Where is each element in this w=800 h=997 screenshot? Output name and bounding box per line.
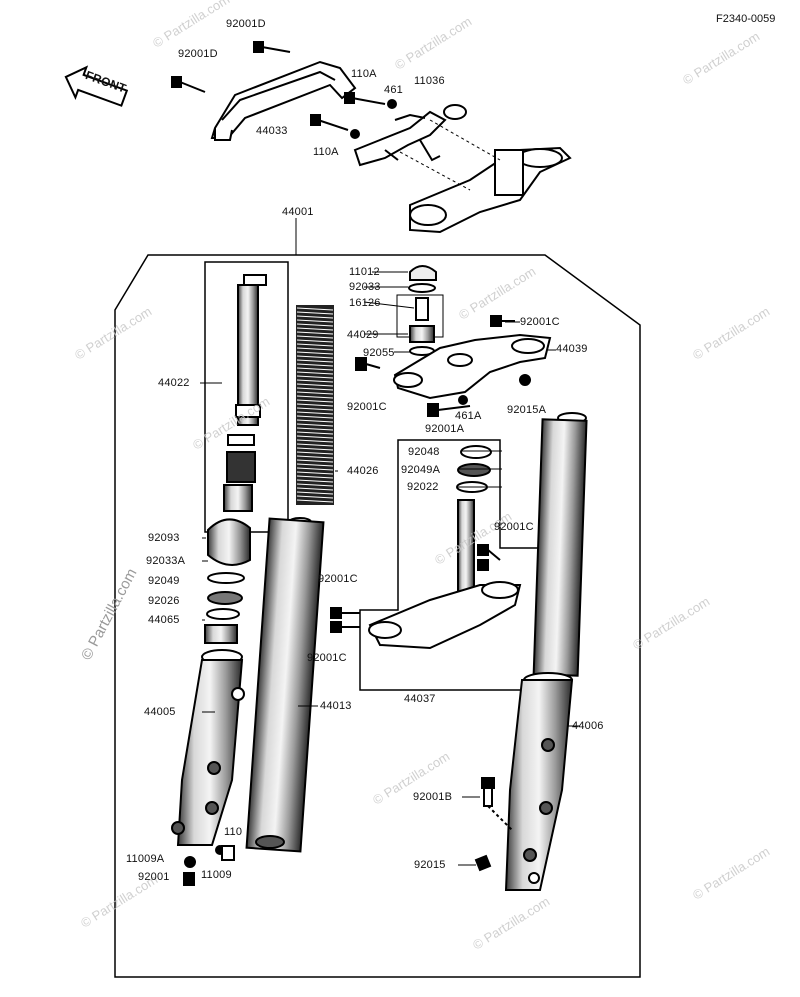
part-label: 44029 [347, 329, 379, 341]
inner-tube-44013 [245, 517, 325, 853]
part-label: 92001C [307, 652, 347, 664]
part-label: 461 [384, 84, 403, 96]
part-label: 92022 [407, 481, 439, 493]
part-label: 11009 [201, 869, 232, 881]
part-label: 92093 [148, 532, 180, 544]
steering-stem-44037 [368, 499, 522, 650]
stem-bolts [330, 544, 501, 633]
headlight-bracket-44033 [210, 60, 357, 141]
part-label: 11012 [349, 266, 380, 278]
part-label: 92001C [520, 316, 560, 328]
part-label: 92015 [414, 859, 446, 871]
cap-11012 [408, 265, 437, 356]
assembly-outline-44001 [114, 254, 641, 978]
fork-tube-right-44006 [504, 412, 588, 891]
part-label: 92001C [494, 521, 534, 533]
part-label: 44006 [572, 720, 604, 732]
part-label: 44001 [282, 206, 314, 218]
part-label: 44037 [404, 693, 436, 705]
bolt-92001D-left [171, 76, 206, 93]
part-label: 92001 [138, 871, 170, 883]
part-label: 92033A [146, 555, 186, 567]
part-label: 44026 [347, 465, 379, 477]
part-label: 92001C [347, 401, 387, 413]
seal-stack-left [204, 518, 251, 644]
part-label: 44005 [144, 706, 176, 718]
part-label: 92033 [349, 281, 381, 293]
drawing-number: F2340-0059 [716, 13, 776, 25]
stem-box-44037 [359, 439, 541, 691]
part-label: 44033 [256, 125, 288, 137]
front-arrow-icon [64, 65, 129, 107]
part-label: 92055 [363, 347, 395, 359]
caliper-bolts-right [474, 777, 513, 872]
part-label: 92001D [178, 48, 218, 60]
top-bridge-44039 [393, 333, 552, 400]
part-label: 92048 [408, 446, 440, 458]
part-label: 92001C [318, 573, 358, 585]
part-label: 92049A [401, 464, 441, 476]
part-label: 92026 [148, 595, 180, 607]
steering-stem-head [409, 146, 572, 234]
part-label: 11009A [126, 853, 165, 865]
part-label: 92015A [507, 404, 547, 416]
bolt-110A-upper [344, 92, 397, 109]
bolts-44039 [355, 315, 531, 417]
part-label: 11036 [414, 75, 445, 87]
part-label: 44022 [158, 377, 190, 389]
part-label: 92049 [148, 575, 180, 587]
bolt-92001D-top [253, 41, 291, 53]
part-label: 44013 [320, 700, 352, 712]
part-label: 110A [313, 146, 339, 158]
part-label: 44039 [556, 343, 588, 355]
damper-rod-44022 [223, 274, 267, 512]
part-label: 16126 [349, 297, 381, 309]
part-label: 92001A [425, 423, 465, 435]
part-label: 110A [351, 68, 377, 80]
part-label: 44065 [148, 614, 180, 626]
part-label: 110 [224, 826, 243, 838]
bolt-110A-lower [310, 114, 360, 139]
bracket-11036 [353, 104, 467, 167]
leader-lines [200, 271, 580, 866]
part-label: 92001D [226, 18, 266, 30]
part-label: 92001B [413, 791, 453, 803]
drain-bolts-left [183, 845, 235, 886]
outer-tube-left-44005 [171, 649, 245, 846]
part-label: 461A [455, 410, 482, 422]
